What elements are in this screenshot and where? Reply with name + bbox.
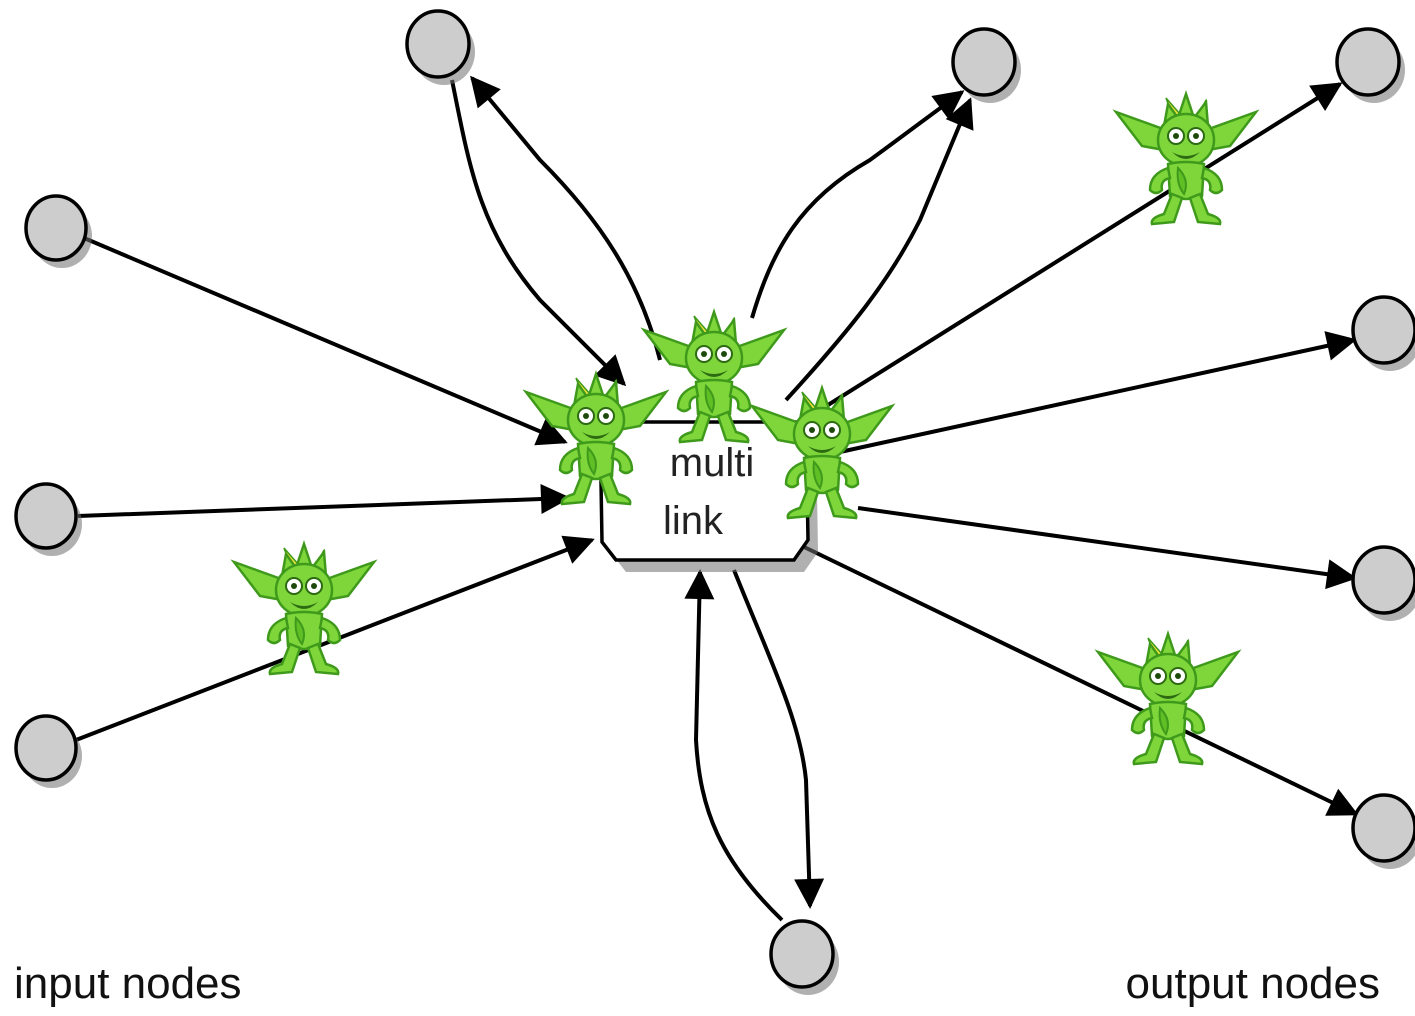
hub-label-line2: link [663, 499, 724, 543]
multi-link-hub: multi link [598, 420, 818, 572]
edge-top-left-to-hub [450, 79, 627, 387]
goblin-mascot-icon [232, 542, 376, 676]
output-nodes-label: output nodes [1126, 959, 1380, 1008]
hub-label-line1: multi [670, 441, 754, 485]
output-node-1 [1335, 27, 1405, 103]
loop-nodes [405, 9, 1021, 995]
goblin-mascot-icon [1114, 92, 1258, 226]
output-nodes [1335, 27, 1415, 869]
bottom-node [769, 919, 839, 995]
edge-output-4 [799, 543, 1359, 816]
edge-hub-to-bottom [732, 569, 825, 909]
edge-output-3 [857, 506, 1357, 590]
edge-output-2 [839, 331, 1357, 454]
edges [75, 75, 1359, 922]
edge-input-1 [83, 236, 568, 446]
edge-hub-to-top-right-a [750, 90, 965, 319]
edge-bottom-to-hub [684, 569, 784, 922]
edge-output-1 [818, 82, 1343, 412]
input-node-1 [24, 194, 92, 268]
input-nodes-label: input nodes [14, 959, 242, 1008]
edge-input-2 [77, 484, 571, 518]
input-nodes [14, 194, 92, 788]
top-right-node [951, 27, 1021, 103]
edge-hub-to-top-right-b [784, 97, 974, 402]
input-node-2 [14, 482, 82, 556]
top-left-node [405, 9, 475, 85]
input-node-3 [14, 714, 82, 788]
output-node-2 [1351, 295, 1415, 371]
output-node-4 [1351, 793, 1415, 869]
edge-hub-to-top-left [470, 75, 662, 361]
output-node-3 [1351, 545, 1415, 621]
